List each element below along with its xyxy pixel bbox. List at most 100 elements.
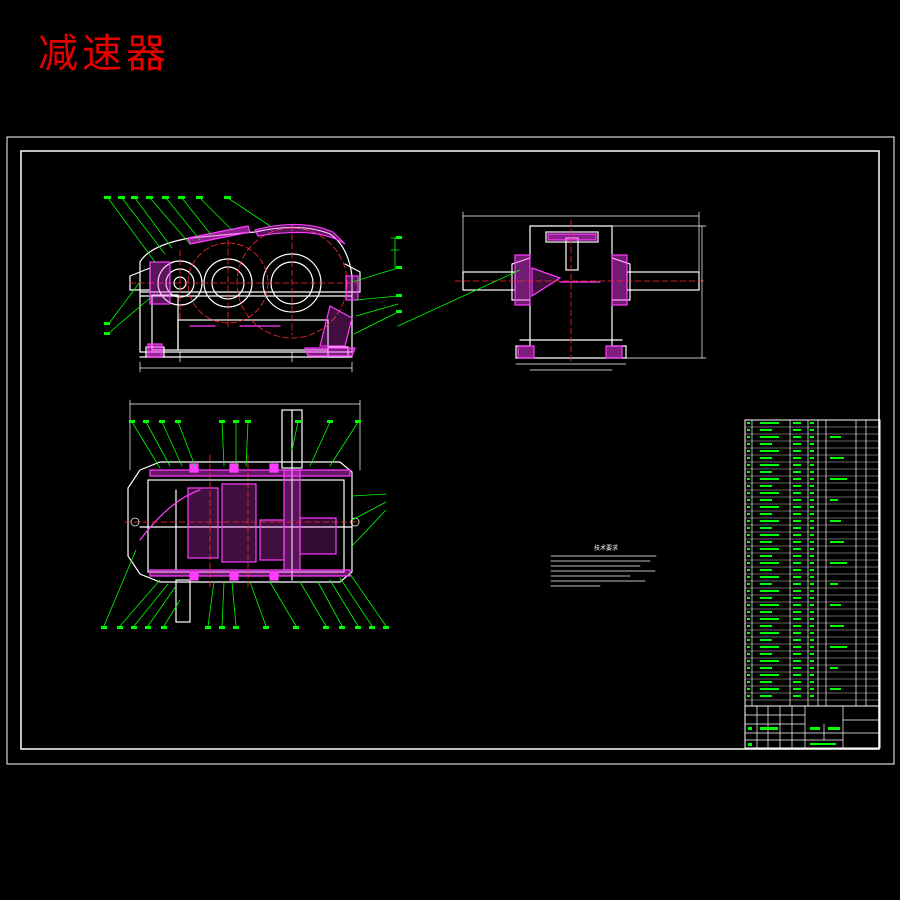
parts-list-entry [793,695,801,697]
parts-list-entry [830,667,838,669]
parts-list-entry [747,576,750,578]
parts-list-entry [810,653,814,655]
parts-list-entry [810,632,814,634]
parts-list-entry [760,534,779,536]
parts-list-entry [793,576,801,578]
parts-list-entry [810,583,814,585]
parts-list-entry [810,674,814,676]
parts-list-entry [793,541,801,543]
parts-list [744,419,881,707]
parts-list-entry [793,457,801,459]
parts-list-entry [760,450,779,452]
parts-list-entry [793,506,801,508]
parts-list-entry [810,590,814,592]
parts-list-entry [747,569,750,571]
parts-list-entry [747,436,750,438]
parts-list-entry [793,674,801,676]
parts-list-entry [760,471,772,473]
parts-list-entry [793,681,801,683]
parts-list-entry [747,513,750,515]
parts-list-entry [747,422,750,424]
parts-list-entry [830,625,844,627]
parts-list-entry [793,597,801,599]
parts-list-entry [793,450,801,452]
parts-list-entry [747,562,750,564]
parts-list-entry [760,667,772,669]
parts-list-entry [810,457,814,459]
parts-list-entry [747,611,750,613]
parts-list-entry [747,527,750,529]
parts-list-entry [810,492,814,494]
parts-list-entry [793,548,801,550]
parts-list-entry [760,632,779,634]
parts-list-entry [747,499,750,501]
parts-list-entry [830,583,838,585]
parts-list-entry [747,548,750,550]
parts-list-entry [747,485,750,487]
parts-list-entry [760,429,772,431]
parts-list-entry [747,597,750,599]
parts-list-entry [760,541,772,543]
parts-list-entry [747,583,750,585]
parts-list-entry [793,499,801,501]
parts-list-entry [793,443,801,445]
parts-list-entry [760,611,772,613]
parts-list-entry [747,443,750,445]
parts-list-entry [810,513,814,515]
parts-list-entry [793,646,801,648]
front-view [104,196,402,373]
parts-list-entry [760,513,772,515]
parts-list-entry [760,618,779,620]
parts-list-entry [760,527,772,529]
parts-list-entry [747,541,750,543]
title-block [744,705,881,749]
parts-list-entry [793,520,801,522]
parts-list-entry [747,632,750,634]
parts-list-entry [760,653,772,655]
parts-list-entry [760,457,772,459]
parts-list-entry [810,562,814,564]
parts-list-entry [810,688,814,690]
parts-list-entry [810,597,814,599]
notes-heading: 技术要求 [594,544,618,552]
parts-list-entry [760,695,772,697]
parts-list-entry [810,604,814,606]
parts-list-entry [810,527,814,529]
parts-list-entry [810,534,814,536]
parts-list-entry [793,611,801,613]
parts-list-entry [793,485,801,487]
parts-list-entry [793,667,801,669]
parts-list-entry [760,436,779,438]
parts-list-entry [747,478,750,480]
parts-list-entry [810,429,814,431]
parts-list-entry [793,653,801,655]
technical-notes: 技术要求 [550,544,657,587]
parts-list-entry [793,471,801,473]
parts-list-entry [830,436,841,438]
side-view [397,211,707,371]
parts-list-entry [760,562,779,564]
parts-list-entry [747,695,750,697]
parts-list-entry [793,632,801,634]
parts-list-entry [747,450,750,452]
parts-list-entry [747,625,750,627]
parts-list-entry [747,688,750,690]
parts-list-entry [810,660,814,662]
parts-list-entry [760,569,772,571]
parts-list-entry [760,639,772,641]
top-view [101,399,389,629]
parts-list-entry [760,492,779,494]
parts-list-entry [810,485,814,487]
parts-list-entry [747,534,750,536]
parts-list-entry [747,660,750,662]
sheet-frame [6,136,895,765]
parts-list-entry [793,688,801,690]
parts-list-entry [760,576,779,578]
parts-list-entry [830,478,847,480]
parts-list-entry [810,667,814,669]
parts-list-entry [810,499,814,501]
parts-list-entry [810,478,814,480]
parts-list-entry [810,639,814,641]
parts-list-entry [830,520,841,522]
parts-list-entry [747,429,750,431]
